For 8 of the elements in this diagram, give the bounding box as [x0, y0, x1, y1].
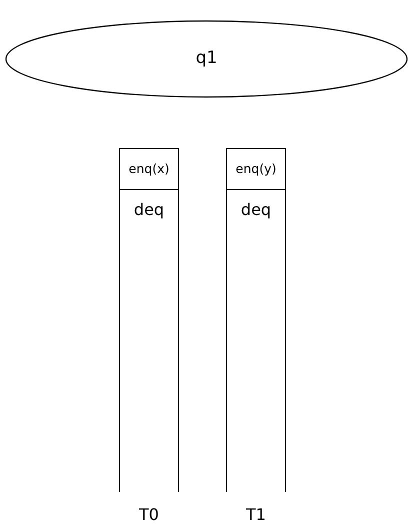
operation-label: deq [226, 190, 286, 230]
operation-cell: enq(x) [119, 148, 179, 190]
thread-label: T1 [246, 505, 266, 524]
operation-label: deq [119, 190, 179, 230]
ellipse-node [5, 20, 408, 98]
operation-cell: enq(y) [226, 148, 286, 190]
node-label: q1 [196, 48, 218, 68]
thread-label: T0 [139, 505, 159, 524]
